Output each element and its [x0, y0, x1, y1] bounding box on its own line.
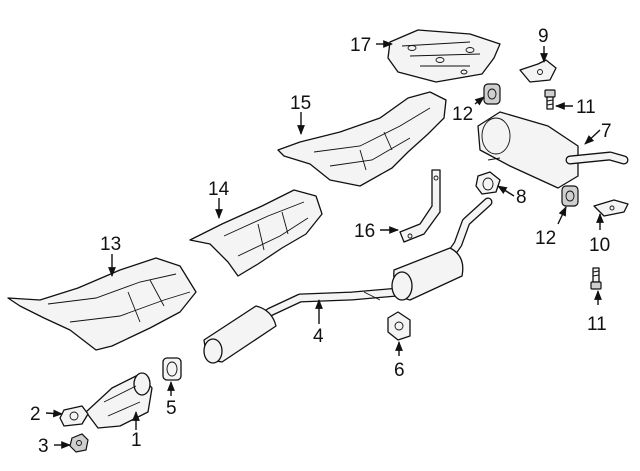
- leader-lines: [45, 40, 604, 449]
- callout-8: 8: [516, 187, 527, 208]
- intermediate-pipe-assembly: [203, 197, 493, 364]
- callout-4: 4: [313, 326, 324, 347]
- bolt-lower: [590, 267, 602, 290]
- callout-6: 6: [394, 360, 405, 381]
- catalytic-converter: [85, 372, 153, 429]
- callout-13: 13: [100, 234, 121, 255]
- callout-7: 7: [601, 121, 612, 142]
- callout-5: 5: [166, 398, 177, 419]
- lower-hanger-bracket: [593, 199, 629, 217]
- hanger-bracket: [399, 169, 441, 243]
- rear-heat-shield: [387, 29, 501, 83]
- callout-12-upper: 12: [452, 104, 473, 125]
- callout-16: 16: [354, 221, 375, 242]
- insulator-upper: [483, 83, 501, 105]
- pipe-clamp: [162, 357, 182, 381]
- callout-14: 14: [208, 179, 230, 200]
- callout-10: 10: [589, 235, 610, 256]
- upper-hanger-bracket: [519, 59, 557, 83]
- callout-12-lower: 12: [535, 228, 556, 249]
- front-heat-shield: [7, 257, 197, 351]
- callout-3: 3: [38, 436, 49, 457]
- hanger-insulator-front: [387, 311, 411, 341]
- center-heat-shield: [277, 91, 447, 187]
- callout-11-upper: 11: [576, 97, 596, 118]
- middle-heat-shield: [189, 189, 323, 277]
- callout-15: 15: [290, 93, 311, 114]
- callout-2: 2: [30, 404, 41, 425]
- insulator-lower: [561, 185, 579, 207]
- rear-muffler: [477, 111, 629, 189]
- callout-9: 9: [538, 26, 549, 47]
- gasket: [59, 405, 89, 427]
- bolt-upper: [544, 89, 556, 110]
- nut: [69, 433, 89, 453]
- callout-11-lower: 11: [587, 314, 607, 335]
- muffler-clamp: [475, 171, 501, 195]
- callout-1: 1: [131, 430, 142, 451]
- callout-17: 17: [350, 35, 371, 56]
- callout-labels: 1 2 3 4 5 6 7 8 9 10 11 11 12 12 13 14 1…: [30, 26, 612, 457]
